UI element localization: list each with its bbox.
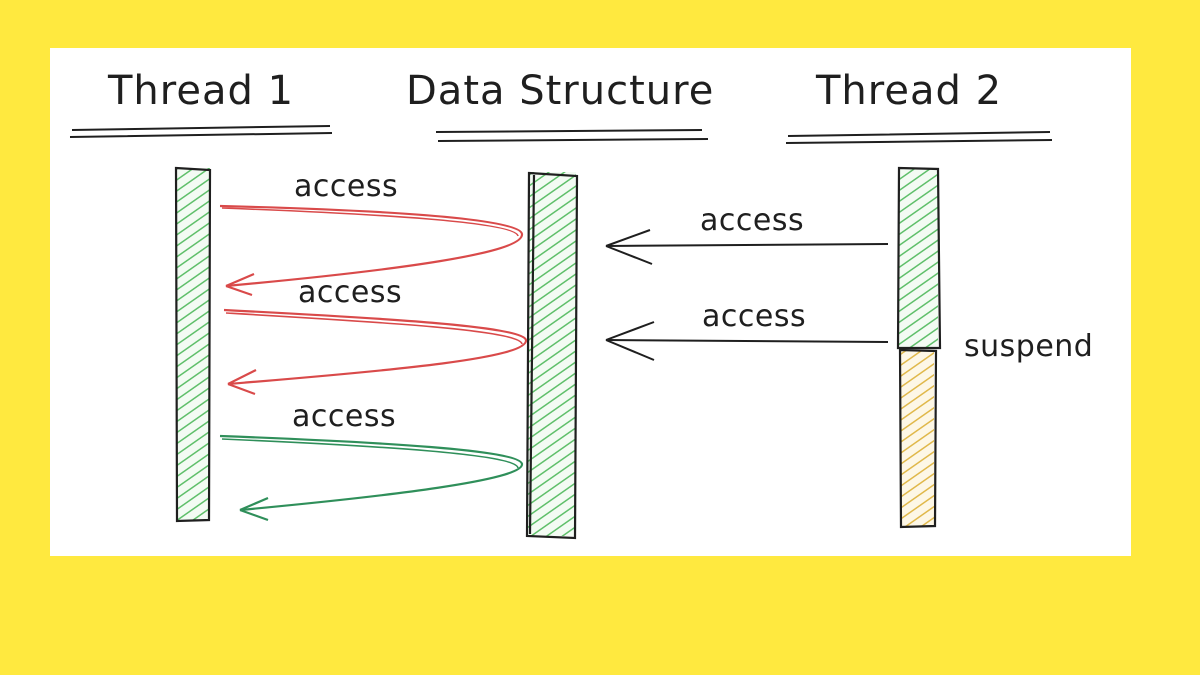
suspend-label: suspend: [964, 329, 1093, 364]
access-label-3: access: [292, 399, 396, 434]
data-structure-header: Data Structure: [406, 68, 714, 114]
thread2-header-underline: [785, 131, 1053, 144]
data-structure-lifeline-bar: [525, 171, 579, 540]
thread2-suspended-bar: [898, 348, 938, 529]
sequence-diagram: Thread 1 Data Structure Thread 2: [69, 68, 1093, 540]
thread2-access-label-2: access: [702, 299, 806, 334]
thread1-header-underline: [69, 125, 333, 138]
thread2-access-label-1: access: [700, 203, 804, 238]
access-arrow-3: [219, 434, 524, 522]
access-label-1: access: [294, 169, 398, 204]
thread2-access-arrow-2: [605, 321, 889, 361]
thread2-active-bar: [896, 166, 942, 350]
access-label-2: access: [298, 275, 402, 310]
thread2-header: Thread 2: [815, 68, 1002, 114]
thread1-header: Thread 1: [107, 68, 294, 114]
data-structure-header-underline: [435, 129, 709, 142]
access-arrow-2: [223, 308, 528, 396]
thread1-lifeline-bar: [174, 166, 212, 523]
thread2-access-arrow-1: [605, 229, 889, 265]
access-arrow-1: [219, 204, 524, 297]
diagram-canvas: Thread 1 Data Structure Thread 2: [50, 48, 1131, 556]
